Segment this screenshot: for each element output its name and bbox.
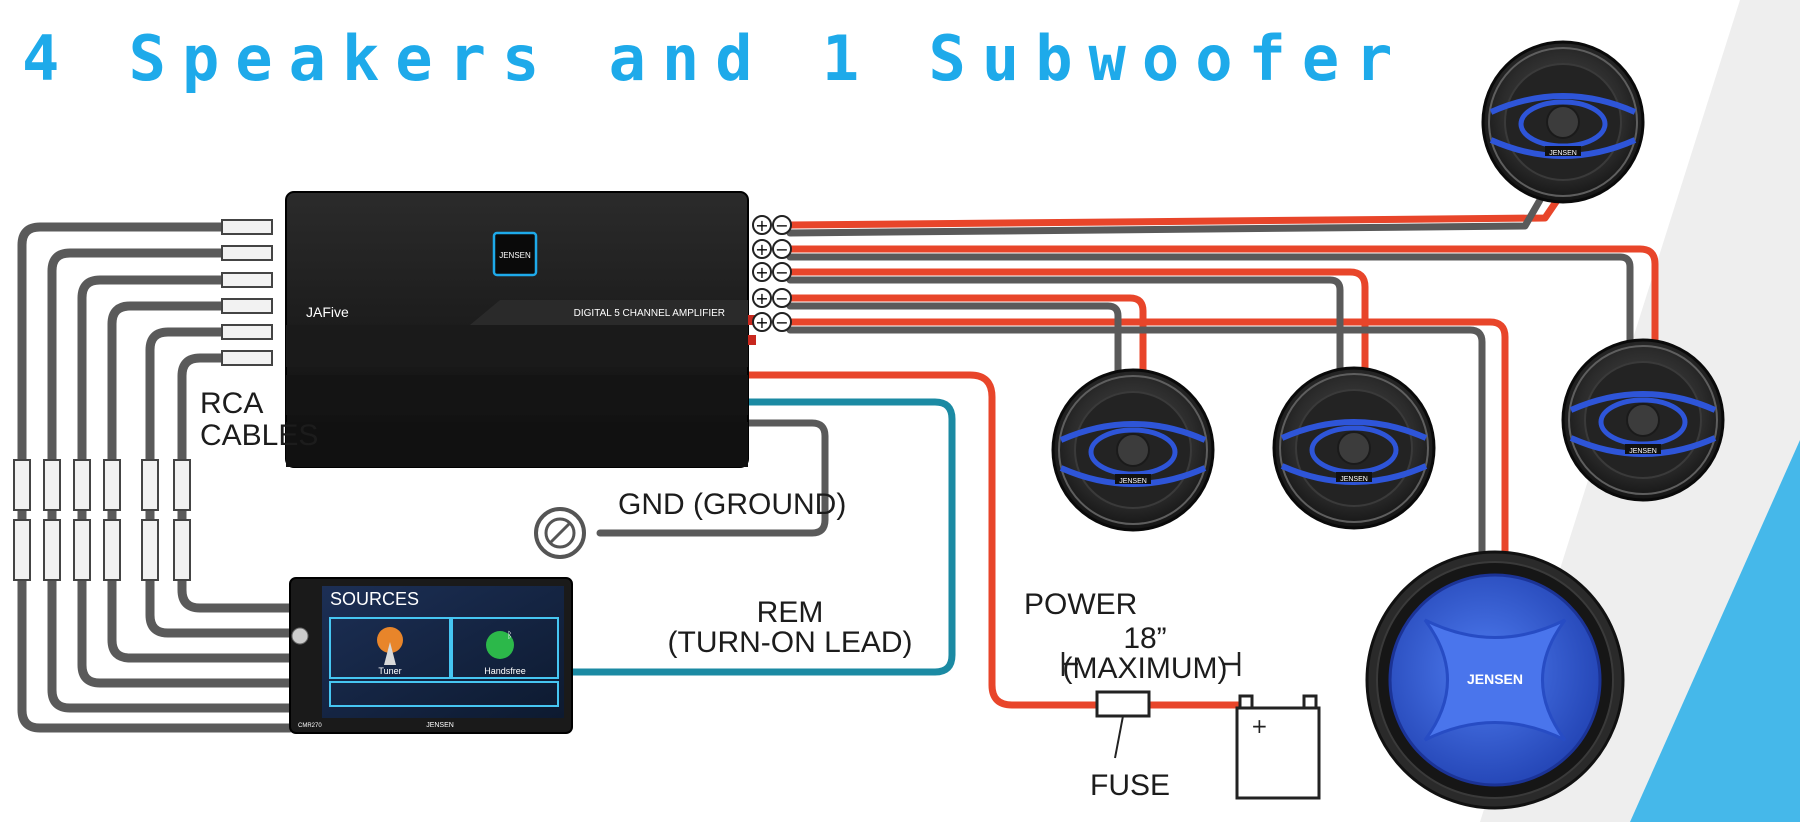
length-label: 18”: [1123, 622, 1166, 655]
rem-label-line-2: (TURN-ON LEAD): [668, 626, 913, 659]
amplifier-brand: JENSEN: [499, 251, 531, 260]
maximum-label: (MAXIMUM): [1063, 652, 1228, 685]
subwoofer-brand: JENSEN: [1467, 671, 1523, 687]
subwoofer: JENSEN: [1365, 550, 1625, 810]
bluetooth-icon: ᛒ: [507, 630, 512, 640]
plus-terminal-icon: +: [755, 263, 768, 282]
minus-terminal-icon: −: [775, 216, 788, 235]
terminal-pair-4: + −: [752, 288, 792, 308]
head-unit: SOURCES Tuner ᛒ Handsfree JENSEN CMR270: [289, 577, 573, 734]
rca-plugs-amp: [221, 219, 273, 366]
minus-terminal-icon: −: [775, 240, 788, 259]
fuse-label: FUSE: [1090, 769, 1170, 802]
plus-terminal-icon: +: [755, 313, 768, 332]
gnd-wire: [596, 419, 829, 537]
tuner-icon: [377, 627, 403, 665]
fuse-icon: [1095, 690, 1151, 759]
rca-label-line-1: RCA: [200, 387, 263, 420]
battery-icon: +: [1235, 694, 1321, 800]
terminal-pair-1: + −: [752, 215, 792, 235]
plus-terminal-icon: +: [755, 216, 768, 235]
plus-terminal-icon: +: [755, 289, 768, 308]
rem-wire: [566, 398, 956, 676]
page-title: 4 Speakers and 1 Subwoofer: [22, 22, 1409, 95]
head-unit-brand: JENSEN: [426, 722, 454, 729]
handsfree-label: Handsfree: [484, 666, 526, 676]
head-unit-icon-bar[interactable]: [329, 681, 559, 707]
speaker-top-right: JENSEN: [1483, 42, 1643, 202]
volume-knob[interactable]: [291, 627, 309, 645]
head-unit-screen-title: SOURCES: [330, 589, 419, 609]
terminal-pair-5: + −: [752, 312, 792, 332]
speaker-front-left: JENSEN: [1053, 370, 1213, 530]
tuner-tile[interactable]: [329, 617, 451, 679]
ground-terminal-icon: [534, 507, 586, 559]
terminal-pair-2: + −: [752, 239, 792, 259]
speaker-brand: JENSEN: [1629, 448, 1657, 455]
plus-terminal-icon: +: [755, 240, 768, 259]
gnd-label: GND (GROUND): [618, 488, 846, 521]
speaker-rear-right: JENSEN: [1563, 340, 1723, 500]
terminal-pair-3: + −: [752, 262, 792, 282]
speaker-brand: JENSEN: [1119, 478, 1147, 485]
speaker-brand: JENSEN: [1549, 150, 1577, 157]
power-label: POWER: [1024, 588, 1137, 621]
rca-plugs: [13, 459, 191, 581]
phone-icon: [486, 631, 514, 659]
speaker-wires: [744, 192, 1659, 709]
handsfree-tile[interactable]: [451, 617, 559, 679]
minus-terminal-icon: −: [775, 313, 788, 332]
rca-label-line-2: CABLES: [200, 419, 318, 452]
minus-terminal-icon: −: [775, 263, 788, 282]
amplifier: JENSEN JAFive DIGITAL 5 CHANNEL AMPLIFIE…: [285, 191, 756, 468]
head-unit-model: CMR270: [298, 723, 322, 729]
background-stripe-blue: [1630, 440, 1800, 822]
svg-text:+: +: [1251, 714, 1268, 738]
amplifier-model: JAFive: [306, 304, 349, 320]
speaker-front-right: JENSEN: [1274, 368, 1434, 528]
length-bracket: [1061, 652, 1241, 676]
speaker-brand: JENSEN: [1340, 476, 1368, 483]
minus-terminal-icon: −: [775, 289, 788, 308]
amplifier-terminals: + − + − + − + − + −: [752, 215, 792, 332]
amplifier-logo-badge: [492, 231, 538, 277]
amplifier-description: DIGITAL 5 CHANNEL AMPLIFIER: [574, 308, 725, 319]
speaker-negative-wires: [786, 196, 1634, 574]
tuner-label: Tuner: [378, 666, 401, 676]
rem-label-line-1: REM: [757, 596, 824, 629]
